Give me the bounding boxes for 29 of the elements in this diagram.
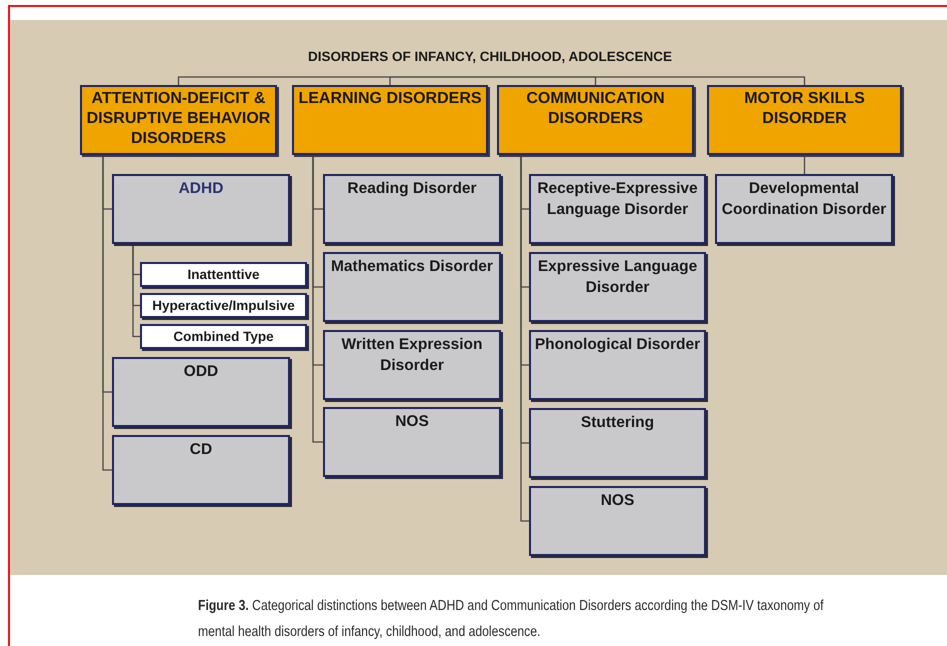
disorder-box: CD (112, 435, 290, 505)
connector-line (389, 76, 490, 85)
disorder-box: Expressive Language Disorder (529, 252, 706, 322)
disorder-box: Phonological Disorder (529, 330, 706, 400)
connector-line (490, 76, 806, 85)
subtype-box: Combined Type (140, 324, 307, 349)
subtype-box: Inattenttive (140, 262, 307, 287)
disorder-box: Receptive-Expressive Language Disorder (529, 174, 706, 244)
category-box: COMMUNICATION DISORDERS (497, 85, 694, 155)
disorder-box: NOS (529, 486, 706, 556)
disorder-box: ADHD (112, 174, 290, 244)
connector-line (804, 155, 806, 174)
connector-line (312, 155, 323, 443)
disorder-box: Stuttering (529, 408, 706, 478)
category-box: LEARNING DISORDERS (292, 85, 488, 155)
disorder-box: Written Expression Disorder (323, 330, 501, 400)
subtype-box: Hyperactive/Impulsive (140, 293, 307, 318)
heading-text: DISORDERS OF INFANCY, CHILDHOOD, ADOLESCENCE (177, 48, 803, 70)
figure-caption: Figure 3. Categorical distinctions between ADHD and Communication Disorders according the DSM-IV taxonomy of mental health disorders of infancy, childhood, and adolescence. (198, 597, 825, 642)
disorder-box: Reading Disorder (323, 174, 501, 244)
category-box: ATTENTION-DEFICIT & DISRUPTIVE BEHAVIOR DISORDERS (80, 85, 277, 155)
connector-line (102, 155, 112, 471)
disorder-box: NOS (323, 407, 501, 477)
disorder-box: ODD (112, 357, 290, 427)
connector-line (132, 244, 140, 338)
connector-line (520, 155, 529, 522)
category-box: MOTOR SKILLS DISORDER (707, 85, 902, 155)
disorder-box: Developmental Coordination Disorder (715, 174, 893, 244)
disorder-box: Mathematics Disorder (323, 252, 501, 322)
